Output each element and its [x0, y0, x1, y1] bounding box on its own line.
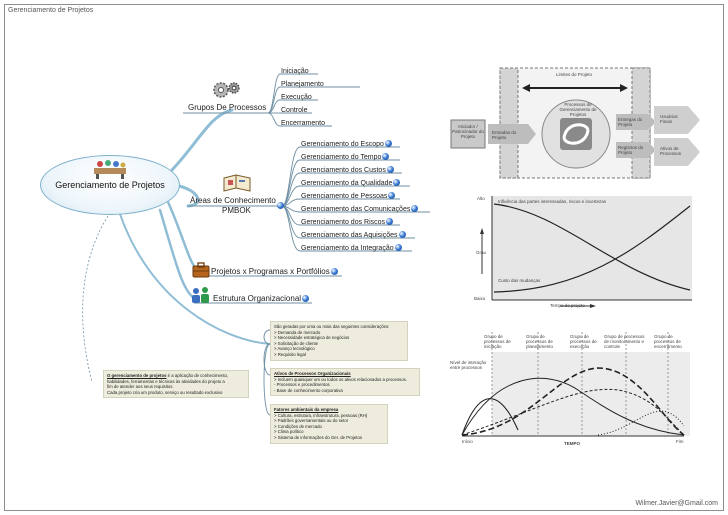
- link-globe-icon[interactable]: [386, 218, 394, 225]
- grupo-encerramento[interactable]: Encerramento: [281, 120, 325, 127]
- fig3-ylabel: Nível de interação entre processos: [450, 360, 487, 370]
- link-globe-icon[interactable]: [330, 268, 338, 275]
- area-item[interactable]: Gerenciamento do Tempo: [301, 153, 390, 163]
- fig3-group-label: Grupo de processos de monitoramento e co…: [604, 334, 645, 349]
- fig2-custo-label: Custo das mudanças: [498, 278, 541, 283]
- org-people-icon: [192, 287, 209, 303]
- link-globe-icon[interactable]: [394, 244, 402, 251]
- link-globe-icon[interactable]: [384, 140, 392, 147]
- process-interaction-chart: [461, 332, 690, 437]
- fig1-iniciador-label: Iniciador / Patrocinador do Projeto: [452, 124, 484, 139]
- fig3-group-label: Grupo de processos de iniciação: [484, 334, 511, 349]
- area-item[interactable]: Gerenciamento dos Custos: [301, 166, 394, 176]
- book-icon: [223, 174, 251, 192]
- fig3-fim-label: Fim: [676, 439, 684, 444]
- area-item[interactable]: Gerenciamento das Comunicações: [301, 205, 419, 215]
- projetos-programas-node[interactable]: Projetos x Programas x Portfólios: [211, 267, 338, 277]
- fig3-group-label: Grupo de processos de encerramento: [654, 334, 682, 349]
- area-item[interactable]: Gerenciamento das Aquisições: [301, 231, 406, 241]
- fig1-limites-label: Limites do Projeto: [556, 72, 593, 77]
- central-topic-label: Gerenciamento de Projetos: [55, 180, 165, 190]
- briefcase-icon: [192, 262, 210, 278]
- fig3-inicio-label: Início: [462, 439, 473, 444]
- fig3-group-label: Grupo de processos de planejamento: [526, 334, 554, 349]
- link-globe-icon[interactable]: [388, 192, 396, 199]
- grupo-iniciacao[interactable]: Iniciação: [281, 68, 309, 75]
- area-item[interactable]: Gerenciamento dos Riscos: [301, 218, 394, 228]
- link-globe-icon[interactable]: [393, 179, 401, 186]
- grupo-planejamento[interactable]: Planejamento: [281, 81, 324, 88]
- areas-pmbok-label: PMBOK: [222, 206, 251, 215]
- note-consideracoes: São geradas por uma ou mais das seguinte…: [270, 321, 408, 361]
- areas-conhecimento-node[interactable]: Áreas de Conhecimento: [190, 196, 276, 205]
- influence-cost-chart: [480, 196, 692, 308]
- area-item[interactable]: Gerenciamento do Escopo: [301, 140, 392, 150]
- link-globe-icon[interactable]: [382, 153, 390, 160]
- fig2-title: Influência das partes interessadas, risc…: [498, 199, 607, 204]
- page-title: Gerenciamento de Projetos: [8, 7, 94, 14]
- note-definicao-gp: O gerenciamento de projetos é a aplicaçã…: [103, 370, 249, 399]
- link-globe-icon[interactable]: [411, 205, 419, 212]
- fig1-centro-label: Processos de Gerenciamento de Projetos: [559, 102, 597, 117]
- fig2-alto-label: Alto: [477, 196, 485, 201]
- fig1-usuarios-label: Usuários Finais: [660, 114, 678, 124]
- figure-interacao-processos: Nível de interação entre processos Grupo…: [448, 330, 694, 448]
- fig1-entregas-label: Entregas do Projeto: [618, 117, 643, 127]
- link-globe-icon[interactable]: [386, 166, 394, 173]
- fig1-registros-label: Registros do Projeto: [618, 145, 644, 155]
- grupo-execucao[interactable]: Execução: [281, 94, 312, 101]
- fig3-xlabel: TEMPO: [564, 441, 581, 446]
- fig2-baixo-label: Baixo: [474, 296, 486, 301]
- team-meeting-icon: [94, 160, 126, 179]
- page-frame: [4, 4, 724, 511]
- footer-email: Wilmer.Javier@Gmail.com: [635, 500, 718, 507]
- link-globe-icon[interactable]: [277, 202, 284, 209]
- area-item[interactable]: Gerenciamento da Integração: [301, 244, 402, 254]
- area-item[interactable]: Gerenciamento da Qualidade: [301, 179, 401, 189]
- fig3-group-label: Grupo de processos de execução: [570, 334, 597, 349]
- figure-limites-projeto: Limites do Projeto Iniciador / Patrocina…: [448, 62, 712, 184]
- fig1-ativos-label: Ativos de Processos: [660, 146, 682, 156]
- fig2-grau-label: Grau: [476, 250, 487, 255]
- grupo-controle[interactable]: Controle: [281, 107, 308, 114]
- area-item[interactable]: Gerenciamento de Pessoas: [301, 192, 396, 202]
- note-fatores-ambientais: Fatores ambientais da empresa > Cultura,…: [270, 404, 388, 444]
- note-ativos-processos: Ativos de Processos Organizacionais > In…: [270, 368, 420, 397]
- link-globe-icon[interactable]: [302, 295, 310, 302]
- grupos-de-processos-node[interactable]: Grupos De Processos: [188, 103, 267, 112]
- project-boundaries-diagram: [450, 67, 700, 179]
- figure-influencia-custo: Influência das partes interessadas, risc…: [472, 192, 698, 310]
- fig2-xlabel: Tempo do projeto: [550, 303, 585, 308]
- gears-icon: [213, 82, 240, 98]
- estrutura-organizacional-node[interactable]: Estrutura Organizacional: [213, 294, 310, 304]
- fig1-entradas-label: Entradas do Projeto: [492, 130, 517, 140]
- link-globe-icon[interactable]: [398, 231, 406, 238]
